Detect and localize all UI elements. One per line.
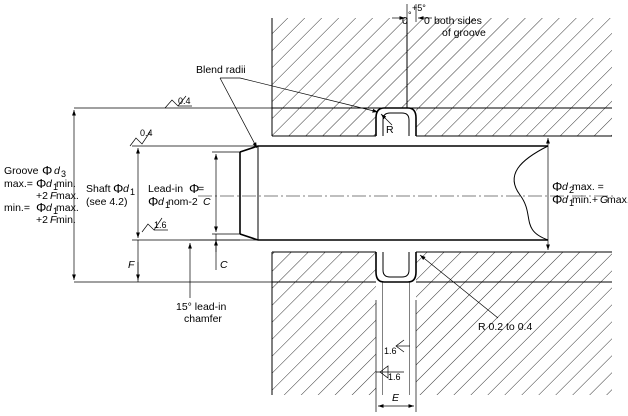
groove-max-d1-sub: 1 — [53, 182, 58, 192]
groove-bottom — [375, 252, 417, 283]
rough-16-right: 1.6 — [384, 346, 397, 356]
F-label: F — [128, 259, 135, 271]
groove-max-phi: Φ — [36, 176, 46, 191]
d2-max-eq: max. = — [572, 181, 604, 193]
d2-phi2: Φ — [552, 192, 562, 207]
d2-phi: Φ — [552, 179, 562, 194]
groove-phi: Φ — [42, 163, 52, 178]
chamfer-line1: 15° lead-in — [176, 301, 226, 313]
d2-max-word: max. — [607, 194, 628, 206]
rough-16-left: 1.6 — [154, 220, 167, 230]
leadin-C: C — [203, 196, 211, 208]
dimension-lines — [72, 4, 612, 412]
shaft-d1: d — [123, 183, 130, 195]
shaft-see-ref: (see 4.2) — [86, 196, 127, 208]
groove-max-max-word: max. — [56, 190, 79, 202]
leadin-label: Lead-in — [148, 183, 183, 195]
shaft-label: Shaft — [86, 183, 111, 195]
groove-max-2f: +2 — [36, 190, 48, 202]
groove-min-eq: min.= — [4, 202, 30, 214]
groove-min-max-word: max. — [56, 202, 79, 214]
groove-max-eq: max.= — [4, 178, 33, 190]
groove-min-phi: Φ — [36, 200, 46, 215]
groove-d3: d — [54, 165, 61, 177]
C-label: C — [220, 259, 228, 271]
groove-min-d1-sub: 1 — [53, 206, 58, 216]
d2-d: d — [562, 181, 569, 193]
groove-max-min-word: min. — [56, 178, 76, 190]
E-label: E — [392, 392, 400, 404]
groove-top — [375, 107, 417, 136]
groove-max-d1: d — [46, 178, 53, 190]
angle-tol-label: +5° — [412, 3, 426, 13]
d2-sub: 2 — [569, 185, 574, 195]
d2-d1-sub: 1 — [569, 198, 574, 208]
r-corner-label: R 0.2 to 0.4 — [478, 321, 532, 333]
d2-d1: d — [562, 194, 569, 206]
housing-bottom — [271, 251, 612, 395]
leadin-nom: nom-2 — [168, 196, 198, 208]
rough-16-bottom: 1.6 — [388, 372, 401, 382]
leadin-d1-sub: 1 — [165, 200, 170, 210]
groove-max-F: F — [50, 190, 57, 202]
roughness-symbols — [129, 95, 410, 379]
chamfer-line2: chamfer — [184, 313, 222, 325]
groove-title: Groove — [4, 165, 39, 177]
groove-min-2f: +2 — [36, 214, 48, 226]
d2-min-plus: min.+ — [572, 194, 598, 206]
angle-deg-label: ° — [408, 10, 412, 20]
d2-G: G — [600, 194, 608, 206]
angle-zero-label: 0 — [402, 15, 408, 27]
angle-note-line2: of groove — [442, 27, 486, 39]
angle-note-line1: both sides — [434, 15, 482, 27]
leadin-phi2: Φ — [148, 194, 158, 209]
shaft-d1-sub: 1 — [130, 187, 135, 197]
groove-min-F: F — [50, 214, 57, 226]
groove-min-d1: d — [46, 202, 53, 214]
blend-radii-label: Blend radii — [196, 64, 246, 76]
r-groove-label: R — [386, 124, 394, 136]
rough-04-top: 0.4 — [178, 96, 191, 106]
shaft — [239, 145, 549, 241]
groove-min-min-word: min. — [56, 214, 76, 226]
angle-zero2-label: 0 — [424, 15, 430, 27]
rough-04-left: 0.4 — [140, 128, 153, 138]
groove-d3-sub: 3 — [61, 169, 66, 179]
leadin-d1: d — [158, 196, 165, 208]
labels: Blend radii R R 0.2 to 0.4 0 ° +5° 0 bot… — [4, 3, 628, 404]
leadin-eq: = — [198, 183, 204, 195]
shaft-phi: Φ — [113, 181, 123, 196]
leadin-phi: Φ — [189, 181, 199, 196]
